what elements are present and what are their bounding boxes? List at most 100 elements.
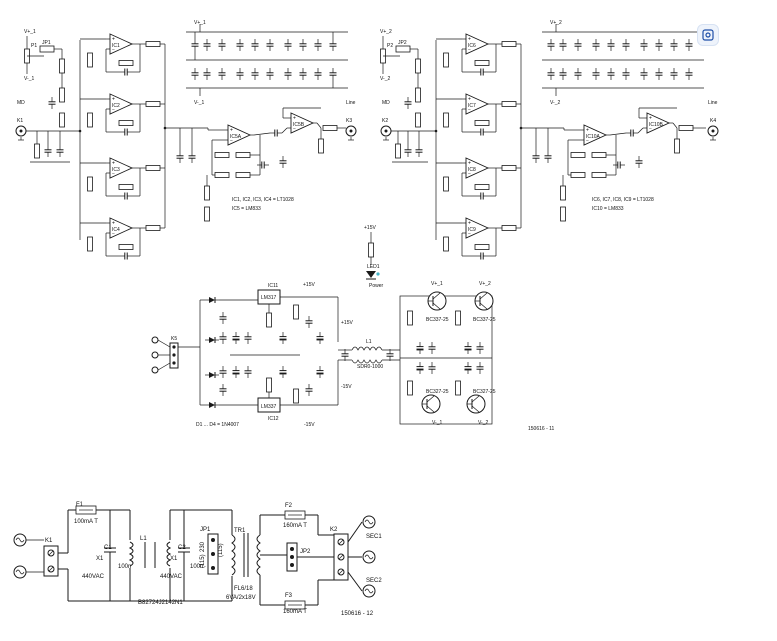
mains-f1-value: 100mA T <box>74 519 98 525</box>
mains-sec1-label: SEC1 <box>366 534 382 540</box>
left-input-label: K1 <box>17 118 23 124</box>
mains-x1a-label: X1 <box>96 556 104 562</box>
mains-l1-label: L1 <box>140 536 147 542</box>
mains-f1-label: F1 <box>76 502 84 508</box>
psu-t3 <box>474 291 494 311</box>
mains-section: K1 F1 100mA T X1 C1 100n 440VAC L1 <box>13 502 382 617</box>
left-stage-4: IC4 <box>80 217 161 260</box>
psu-led-power-label: Power <box>369 283 384 289</box>
right-ic10b-label: IC10B <box>649 122 664 128</box>
right-stage-4: IC9 <box>436 217 517 260</box>
right-input-label: K2 <box>382 118 388 124</box>
left-output-jack <box>345 125 357 137</box>
psu-transistor-frame <box>399 295 493 425</box>
mains-tr1-primary <box>231 534 236 576</box>
right-line-label: Line <box>708 100 718 106</box>
left-note-1: IC1, IC2, IC3, IC4 = LT1028 <box>232 197 294 203</box>
mains-x1b-label: X1 <box>170 556 178 562</box>
right-channel: V+_2 V-_2 P2 JP2 MD K2 IC6 <box>380 20 719 260</box>
psu-lm317-label: LM317 <box>261 295 277 301</box>
right-ic10b: IC10B <box>609 107 706 154</box>
psu-ic12-label: IC12 <box>268 416 279 422</box>
psu-t1-rail: V+_1 <box>431 281 443 287</box>
left-ic2-label: IC2 <box>112 103 120 109</box>
mains-k1-terminal <box>43 545 59 577</box>
left-output-label: K3 <box>346 118 352 124</box>
mains-f3-label: F3 <box>285 593 293 599</box>
mains-v115a: (115) <box>200 554 206 568</box>
psu-t3-rail: V+_2 <box>479 281 491 287</box>
right-note-1: IC6, IC7, IC8, IC9 = LT1028 <box>592 197 654 203</box>
left-ic4-label: IC4 <box>112 227 120 233</box>
right-input-jack <box>380 125 392 137</box>
copy-image-button[interactable] <box>697 24 719 46</box>
left-supply-pos-label: V+_1 <box>24 29 36 35</box>
right-ic10a: IC10A <box>532 124 643 222</box>
left-stage-2: IC2 <box>80 93 161 136</box>
psu-figure-id: 150616 - 11 <box>528 426 555 432</box>
left-stage-3: IC3 <box>80 157 161 200</box>
mains-tr1-label: TR1 <box>234 528 246 534</box>
mains-jp2-label: JP2 <box>300 549 311 555</box>
left-supply-neg-label: V-_1 <box>24 76 35 82</box>
right-supply-neg-label: V-_2 <box>380 76 391 82</box>
psu-t1 <box>427 291 447 311</box>
psu-t4-rail: V-_2 <box>478 420 489 426</box>
mains-l1-part: B82724J2142N1 <box>138 600 183 606</box>
psu-t1-part: BC337-25 <box>426 317 449 323</box>
left-ic5b-label: IC5B <box>293 122 305 128</box>
right-stage-3: IC8 <box>436 157 517 200</box>
left-channel: V+_1 V-_1 P1 JP1 MD K1 I <box>15 20 357 260</box>
right-ic6-label: IC6 <box>468 43 476 49</box>
right-stage-1: IC6 <box>436 33 517 76</box>
right-bank-pos-label: V+_2 <box>550 20 562 26</box>
left-ic5a: IC5A <box>176 124 287 222</box>
left-input-jack <box>15 125 27 137</box>
psu-coil <box>351 346 383 351</box>
psu-rail-n-label: -15V <box>341 384 352 390</box>
mains-c1-label: C1 <box>104 545 112 551</box>
mains-sec2-label: SEC2 <box>366 578 382 584</box>
right-md-label: MD <box>382 100 390 106</box>
psu-t2-rail: V-_1 <box>432 420 443 426</box>
psu-t2 <box>421 394 441 414</box>
left-bank-neg-label: V-_1 <box>194 100 205 106</box>
mains-f3-value: 160mA T <box>283 609 307 615</box>
copy-icon <box>702 29 714 41</box>
right-jumper <box>395 45 411 53</box>
left-note-2: IC5 = LM833 <box>232 206 261 212</box>
left-md-label: MD <box>17 100 25 106</box>
mains-v230: 230 <box>200 541 206 552</box>
mains-k2-label: K2 <box>330 527 338 533</box>
left-stage-1: IC1 <box>80 33 161 76</box>
mains-jp1-label: JP1 <box>200 527 211 533</box>
psu-coil-part: SDR0-1000 <box>357 364 383 370</box>
right-decoupling-bank: V+_2 V-_2 <box>542 20 704 106</box>
right-jumper-label: JP2 <box>398 40 407 46</box>
left-ic1-label: IC1 <box>112 43 120 49</box>
psu-coil-label: L1 <box>366 339 372 345</box>
right-supply-pos-label: V+_2 <box>380 29 392 35</box>
right-ic7-label: IC7 <box>468 103 476 109</box>
psu-led-label: LED1 <box>367 264 380 270</box>
mains-tr1-rating: 6VA/2x18V <box>226 595 256 601</box>
left-decoupling-bank: V+_1 V-_1 <box>186 20 348 106</box>
right-note-2: IC10 = LM833 <box>592 206 624 212</box>
left-jumper <box>39 45 55 53</box>
psu-pos15-label: +15V <box>303 282 315 288</box>
psu-led <box>366 271 376 278</box>
right-stage-2: IC7 <box>436 93 517 136</box>
mains-c2-voltage: 440VAC <box>160 574 183 580</box>
mains-c2-value: 100n <box>190 564 203 570</box>
psu-ic11-label: IC11 <box>268 283 278 289</box>
left-ic5a-label: IC5A <box>230 134 242 140</box>
right-bank-neg-label: V-_2 <box>550 100 561 106</box>
psu-k5-label: K5 <box>171 336 177 342</box>
mains-l1-coil-a <box>128 541 134 567</box>
psu-t4 <box>466 394 486 414</box>
right-ic8-label: IC8 <box>468 167 476 173</box>
power-supply: K5 IC11 LM317 LM337 IC12 <box>151 225 555 432</box>
left-ic3-label: IC3 <box>112 167 120 173</box>
psu-lm337-label: LM337 <box>261 404 277 410</box>
